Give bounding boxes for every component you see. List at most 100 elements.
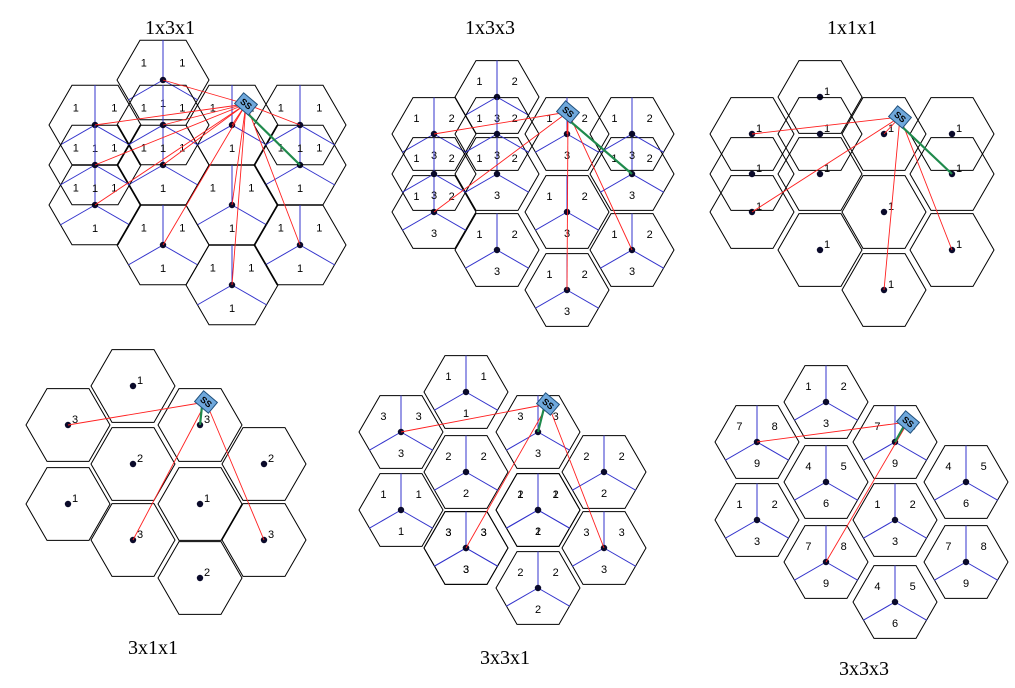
base-station-dot [891, 516, 899, 524]
sector-label: 3 [431, 190, 437, 202]
sector-boundary [534, 289, 568, 309]
base-station-dot [430, 170, 438, 178]
sector-boundary [465, 547, 499, 567]
sector-boundary [231, 124, 268, 146]
subscriber-station-icon: SS [555, 100, 581, 124]
hex-cell [423, 435, 509, 509]
sector-boundary [299, 164, 336, 186]
sector-label: 2 [481, 451, 487, 463]
hex-cell [709, 137, 795, 211]
sector-boundary [94, 204, 131, 226]
sector-boundary [465, 471, 499, 491]
sector-label: 7 [945, 541, 951, 553]
base-station-dot [891, 598, 899, 606]
base-station-dot [462, 468, 470, 476]
sector-label: 2 [512, 229, 518, 241]
sector-label: 3 [535, 448, 541, 460]
sector-label: 4 [874, 581, 880, 593]
sector-label: 1 [413, 191, 419, 203]
sector-boundary [59, 204, 96, 226]
sector-label: 9 [754, 458, 760, 470]
sector-label: 3 [463, 564, 469, 576]
cell-label: 1 [824, 86, 830, 98]
sector-boundary [566, 211, 600, 231]
sector-label: 3 [619, 527, 625, 539]
sector-boundary [933, 481, 967, 501]
sector-label: 1 [316, 223, 322, 235]
cell-label: 2 [268, 453, 274, 465]
interference-line [567, 111, 633, 251]
subscriber-station-icon: SS [887, 105, 913, 129]
hex-cell [714, 405, 800, 479]
sector-boundary [496, 133, 530, 153]
hex-cell [777, 60, 863, 134]
cell-label: 3 [204, 414, 210, 426]
serving-link [563, 115, 633, 175]
base-station-dot [628, 130, 636, 138]
sector-boundary [127, 79, 164, 101]
hex-cell [454, 60, 540, 134]
base-station-dot [816, 246, 824, 254]
sector-label: 1 [736, 499, 742, 511]
sector-boundary [162, 124, 199, 146]
sector-boundary [464, 96, 498, 116]
sector-boundary [162, 164, 199, 186]
sector-label: 1 [874, 499, 880, 511]
sector-label: 1 [141, 58, 147, 70]
sector-label: 1 [611, 229, 617, 241]
hex-cell [221, 503, 307, 577]
sector-boundary [464, 133, 498, 153]
hex-cell [777, 137, 863, 211]
sector-boundary [299, 244, 336, 266]
sector-label: 3 [445, 527, 451, 539]
sector-boundary [537, 509, 571, 529]
sector-label: 2 [445, 451, 451, 463]
sector-boundary [566, 289, 600, 309]
hex-cell [524, 97, 610, 171]
sector-label: 1 [278, 223, 284, 235]
sector-label: 1 [463, 408, 469, 420]
sector-label: 1 [248, 263, 254, 275]
sector-boundary [862, 441, 896, 461]
interference-line [433, 111, 569, 135]
sector-label: 8 [841, 541, 847, 553]
sector-label: 1 [316, 103, 322, 115]
sector-label: 1 [476, 229, 482, 241]
sector-label: 3 [481, 527, 487, 539]
sector-label: 7 [736, 421, 742, 433]
cell-label: 3 [268, 529, 274, 541]
sector-label: 1 [297, 263, 303, 275]
sector-boundary [862, 601, 896, 621]
sector-boundary [599, 249, 633, 269]
sector-boundary [196, 204, 233, 226]
hex-cell [116, 39, 210, 121]
sector-label: 1 [179, 223, 185, 235]
sector-label: 1 [546, 113, 552, 125]
sector-label: 2 [582, 269, 588, 281]
sector-label: 2 [582, 191, 588, 203]
hex-cell [777, 97, 863, 171]
sector-boundary [433, 471, 467, 491]
sector-boundary [631, 133, 665, 153]
sector-boundary [894, 519, 928, 539]
sector-label: 1 [229, 143, 235, 155]
sector-label: 2 [449, 153, 455, 165]
sector-label: 2 [553, 489, 559, 501]
hex-cell [90, 349, 176, 423]
subscriber-station-icon: SS [233, 92, 259, 116]
sector-boundary [793, 561, 827, 581]
sector-label: 1 [160, 143, 166, 155]
hex-cell [923, 445, 1009, 519]
sector-label: 3 [564, 150, 570, 162]
base-station-dot [822, 478, 830, 486]
interference-line [400, 403, 549, 433]
hex-cell [852, 483, 938, 557]
interference-line [756, 421, 909, 443]
sector-label: 3 [494, 266, 500, 278]
hex-cell [391, 97, 477, 171]
interference-line [566, 111, 569, 291]
sector-label: 1 [73, 183, 79, 195]
